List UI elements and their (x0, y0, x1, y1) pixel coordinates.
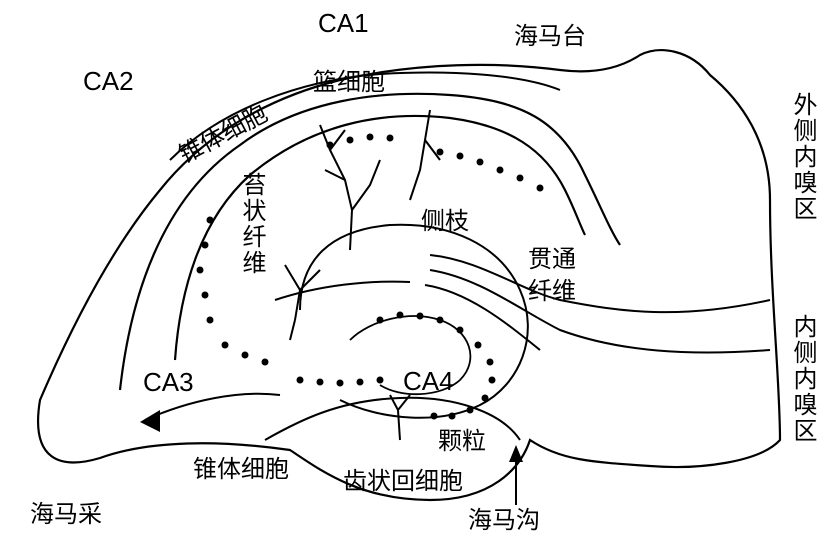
fimbria-arrowhead (140, 410, 160, 432)
label-pyramidal-cells-bottom: 锥体细胞 (193, 457, 289, 481)
perforant-fiber-1 (430, 255, 770, 312)
label-ca2: CA2 (83, 68, 134, 94)
outer-outline (38, 50, 780, 500)
label-hippocampal-sulcus: 海马沟 (468, 508, 540, 532)
label-lateral-entorhinal: 外侧内嗅区 (791, 92, 815, 222)
dendrite-tree-ca3 (285, 265, 320, 340)
label-basket-cells: 篮细胞 (313, 70, 385, 94)
label-fimbria: 海马采 (30, 502, 102, 526)
fimbria-line (145, 394, 280, 420)
mossy-fiber-path (275, 282, 410, 300)
perforant-fiber-2 (430, 270, 770, 353)
label-ca3: CA3 (143, 369, 194, 395)
label-ca4: CA4 (403, 368, 454, 394)
label-medial-entorhinal: 内侧内嗅区 (791, 314, 815, 444)
label-hippocampal-platform: 海马台 (514, 24, 586, 48)
label-granule: 颗粒 (438, 429, 486, 453)
label-mossy-fibers: 苔状纤维 (240, 172, 264, 276)
label-lateral-branch: 侧枝 (421, 209, 469, 233)
label-dentate-granule-cells: 齿状回细胞 (343, 469, 463, 493)
dendrite-tree-lateral (410, 110, 440, 200)
label-ca1: CA1 (318, 10, 369, 36)
sulcus-arrowhead (509, 445, 523, 462)
label-perforant-path: 贯通纤维 (528, 243, 592, 308)
